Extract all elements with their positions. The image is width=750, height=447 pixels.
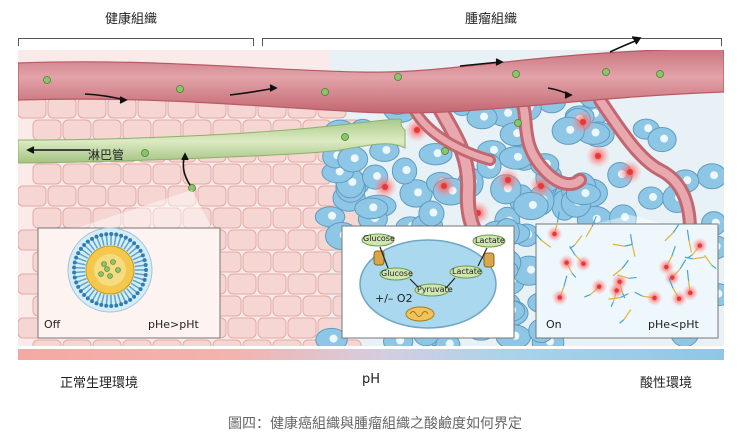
- micelle-icon: [67, 227, 153, 313]
- micelle-box: [37, 227, 221, 339]
- lactate-out-label: Lactate: [475, 236, 505, 245]
- oxygen-label: +/– O2: [375, 292, 413, 305]
- normal-env-label: 正常生理環境: [60, 376, 139, 391]
- normal-tissue-brace: [18, 38, 254, 46]
- blood-vessel: [18, 50, 724, 114]
- figure-caption: 圖四：健康癌組織與腫瘤組織之酸鹼度如何界定: [228, 416, 522, 432]
- glucose-label: Glucose: [381, 269, 413, 278]
- lactate-label: Lactate: [452, 267, 482, 276]
- tumor-tissue-brace: [262, 38, 722, 46]
- pyruvate-label: Pyruvate: [417, 285, 453, 294]
- micelle-condition: pHe>pHt: [148, 318, 199, 331]
- release-state: On: [546, 318, 562, 331]
- flow-arrows: [26, 36, 642, 186]
- release-box: [534, 211, 719, 339]
- ph-gradient-bar: [18, 349, 724, 360]
- release-condition: pHe<pHt: [648, 318, 699, 331]
- micelle-state: Off: [44, 318, 61, 331]
- normal-tissue-label: 健康組織: [105, 12, 158, 27]
- acidic-env-label: 酸性環境: [640, 376, 693, 391]
- ph-axis-label: pH: [362, 372, 381, 387]
- nanoparticles: [43, 68, 664, 192]
- glucose-in-label: Glucose: [363, 234, 395, 243]
- cell-box: [341, 225, 515, 339]
- tumor-tissue-label: 腫瘤組織: [465, 12, 518, 27]
- lymph-vessel-label: 淋巴管: [88, 148, 125, 162]
- lymph-vessel: [18, 118, 406, 164]
- mitochondria-icon: [405, 306, 435, 322]
